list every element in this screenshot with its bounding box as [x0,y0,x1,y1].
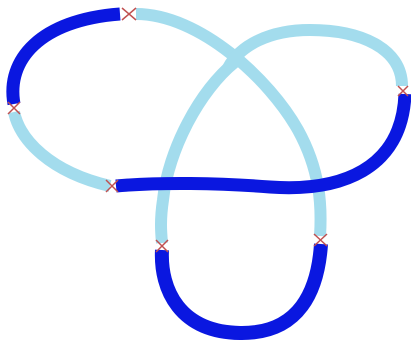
junction-marks [8,8,408,252]
knot-segment-center-down [161,62,235,243]
knot-segment-middle-band [116,94,405,188]
knot-segment-left-lower-arc [14,112,110,186]
knot-segment-top-left-arc [13,14,120,104]
junction-mark [122,8,136,20]
knot-segment-bottom-loop [162,244,321,333]
